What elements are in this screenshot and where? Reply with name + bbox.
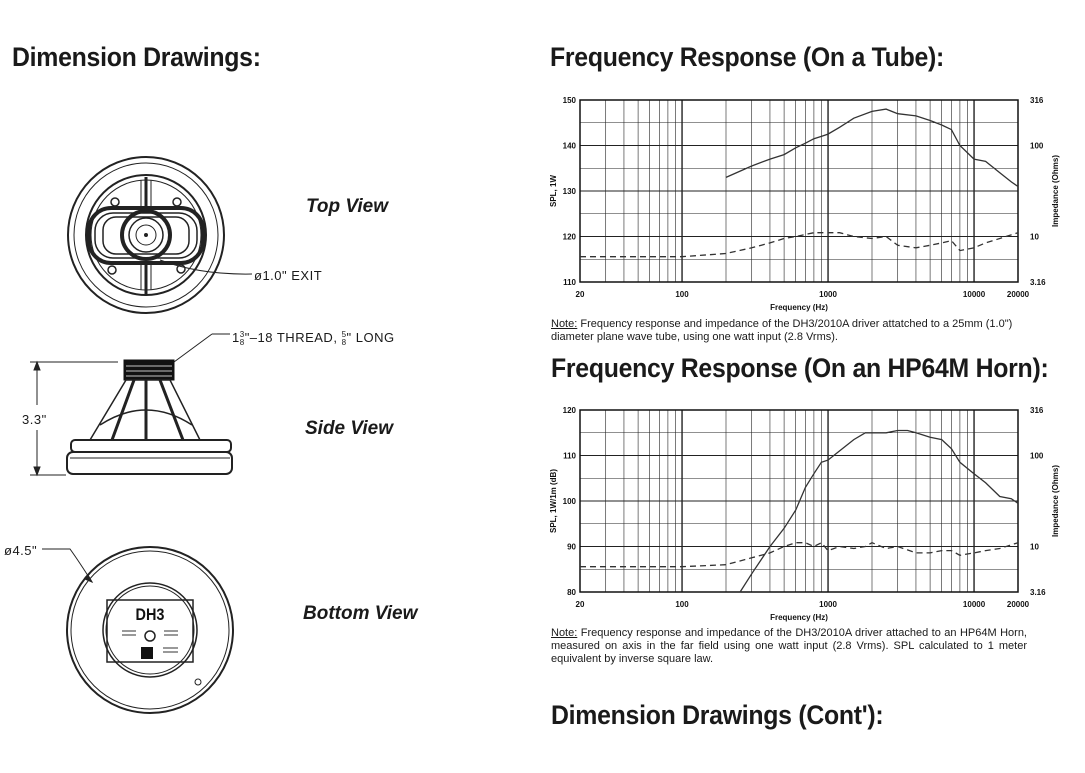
frequency-response-horn-chart: 20 100 1000 10000 20000 80 90 100 110 120 3.16 10 10… <box>549 406 1060 622</box>
thread-whole: 1 <box>232 330 240 345</box>
frequency-response-tube-heading: Frequency Response (On a Tube): <box>550 42 945 72</box>
y-tick-label: 90 <box>567 543 576 552</box>
horn-note-text: Frequency response and impedance of the … <box>551 627 1027 665</box>
horn-note: Note: Frequency response and impedance o… <box>551 627 1027 666</box>
thread-frac1-num: 3 <box>239 329 245 339</box>
exit-dimension-label: ø1.0" EXIT <box>254 268 323 283</box>
y2-tick-label: 100 <box>1030 451 1044 460</box>
frequency-response-tube-chart: 20 100 1000 10000 20000 110 120 130 140 150 3.16 10… <box>549 96 1060 312</box>
dimension-drawings-cont-heading: Dimension Drawings (Cont'): <box>551 700 884 730</box>
x-tick-label: 100 <box>675 290 689 299</box>
y2-tick-label: 316 <box>1030 96 1044 105</box>
y2-tick-label: 10 <box>1030 542 1039 551</box>
bottom-view-label: Bottom View <box>303 603 418 624</box>
y-tick-label: 120 <box>563 233 577 242</box>
x-tick-label: 20 <box>576 290 585 299</box>
tube-note: Note: Frequency response and impedance o… <box>551 318 1031 344</box>
top-view-label: Top View <box>306 196 388 217</box>
spl-series-line <box>739 429 1019 593</box>
y-tick-label: 110 <box>563 452 576 461</box>
x-tick-label: 100 <box>675 600 689 609</box>
y-tick-label: 130 <box>563 187 577 196</box>
y2-axis-label: Impedance (Ohms) <box>1051 155 1060 227</box>
x-tick-label: 20000 <box>1007 600 1030 609</box>
y2-axis-label: Impedance (Ohms) <box>1051 465 1060 537</box>
horn-note-label: Note: <box>551 627 578 639</box>
y-tick-label: 140 <box>563 142 577 151</box>
thread-frac1-den: 8 <box>239 337 245 347</box>
plot-frame <box>579 99 1019 283</box>
y2-tick-label: 100 <box>1030 141 1044 150</box>
plot-frame <box>579 409 1019 593</box>
dimension-drawings: DH3 <box>30 156 253 714</box>
spl-series-line <box>725 108 1019 188</box>
tube-note-label: Note: <box>551 318 578 330</box>
thread-end: " LONG <box>346 330 395 345</box>
x-tick-label: 10000 <box>963 290 986 299</box>
x-tick-label: 1000 <box>819 600 837 609</box>
side-view-drawing <box>30 333 233 477</box>
y-tick-label: 80 <box>567 588 576 597</box>
y2-tick-label: 10 <box>1030 232 1039 241</box>
tube-note-text: Frequency response and impedance of the … <box>551 318 1013 343</box>
x-tick-label: 20000 <box>1007 290 1030 299</box>
diameter-dimension-label: ø4.5" <box>4 543 38 558</box>
height-dimension-label: 3.3" <box>22 412 47 427</box>
bottom-view-drawing <box>42 546 234 714</box>
x-tick-label: 10000 <box>963 600 986 609</box>
thread-frac2-den: 8 <box>341 337 347 347</box>
y-tick-label: 150 <box>563 96 577 105</box>
impedance-series-line <box>580 541 1019 568</box>
y2-tick-label: 316 <box>1030 406 1044 415</box>
dimension-drawings-heading: Dimension Drawings: <box>12 42 261 72</box>
thread-frac2-num: 5 <box>341 329 347 339</box>
side-view-label: Side View <box>305 418 393 439</box>
y-axis-label: SPL, 1W/1m (dB) <box>549 469 558 533</box>
x-axis-label: Frequency (Hz) <box>770 613 828 622</box>
impedance-series-line <box>580 232 1019 258</box>
y-tick-label: 110 <box>563 278 576 287</box>
frequency-response-horn-heading: Frequency Response (On an HP64M Horn): <box>551 353 1049 383</box>
x-tick-label: 20 <box>576 600 585 609</box>
y-tick-label: 120 <box>563 406 577 415</box>
top-view-drawing <box>67 156 253 314</box>
y-tick-label: 100 <box>563 497 577 506</box>
x-axis-label: Frequency (Hz) <box>770 303 828 312</box>
y2-tick-label: 3.16 <box>1030 278 1046 287</box>
thread-middle: "–18 THREAD, <box>244 330 338 345</box>
x-tick-label: 1000 <box>819 290 837 299</box>
dh3-badge-text: DH3 <box>136 606 165 624</box>
y-axis-label: SPL, 1W <box>549 175 558 207</box>
y2-tick-label: 3.16 <box>1030 588 1046 597</box>
